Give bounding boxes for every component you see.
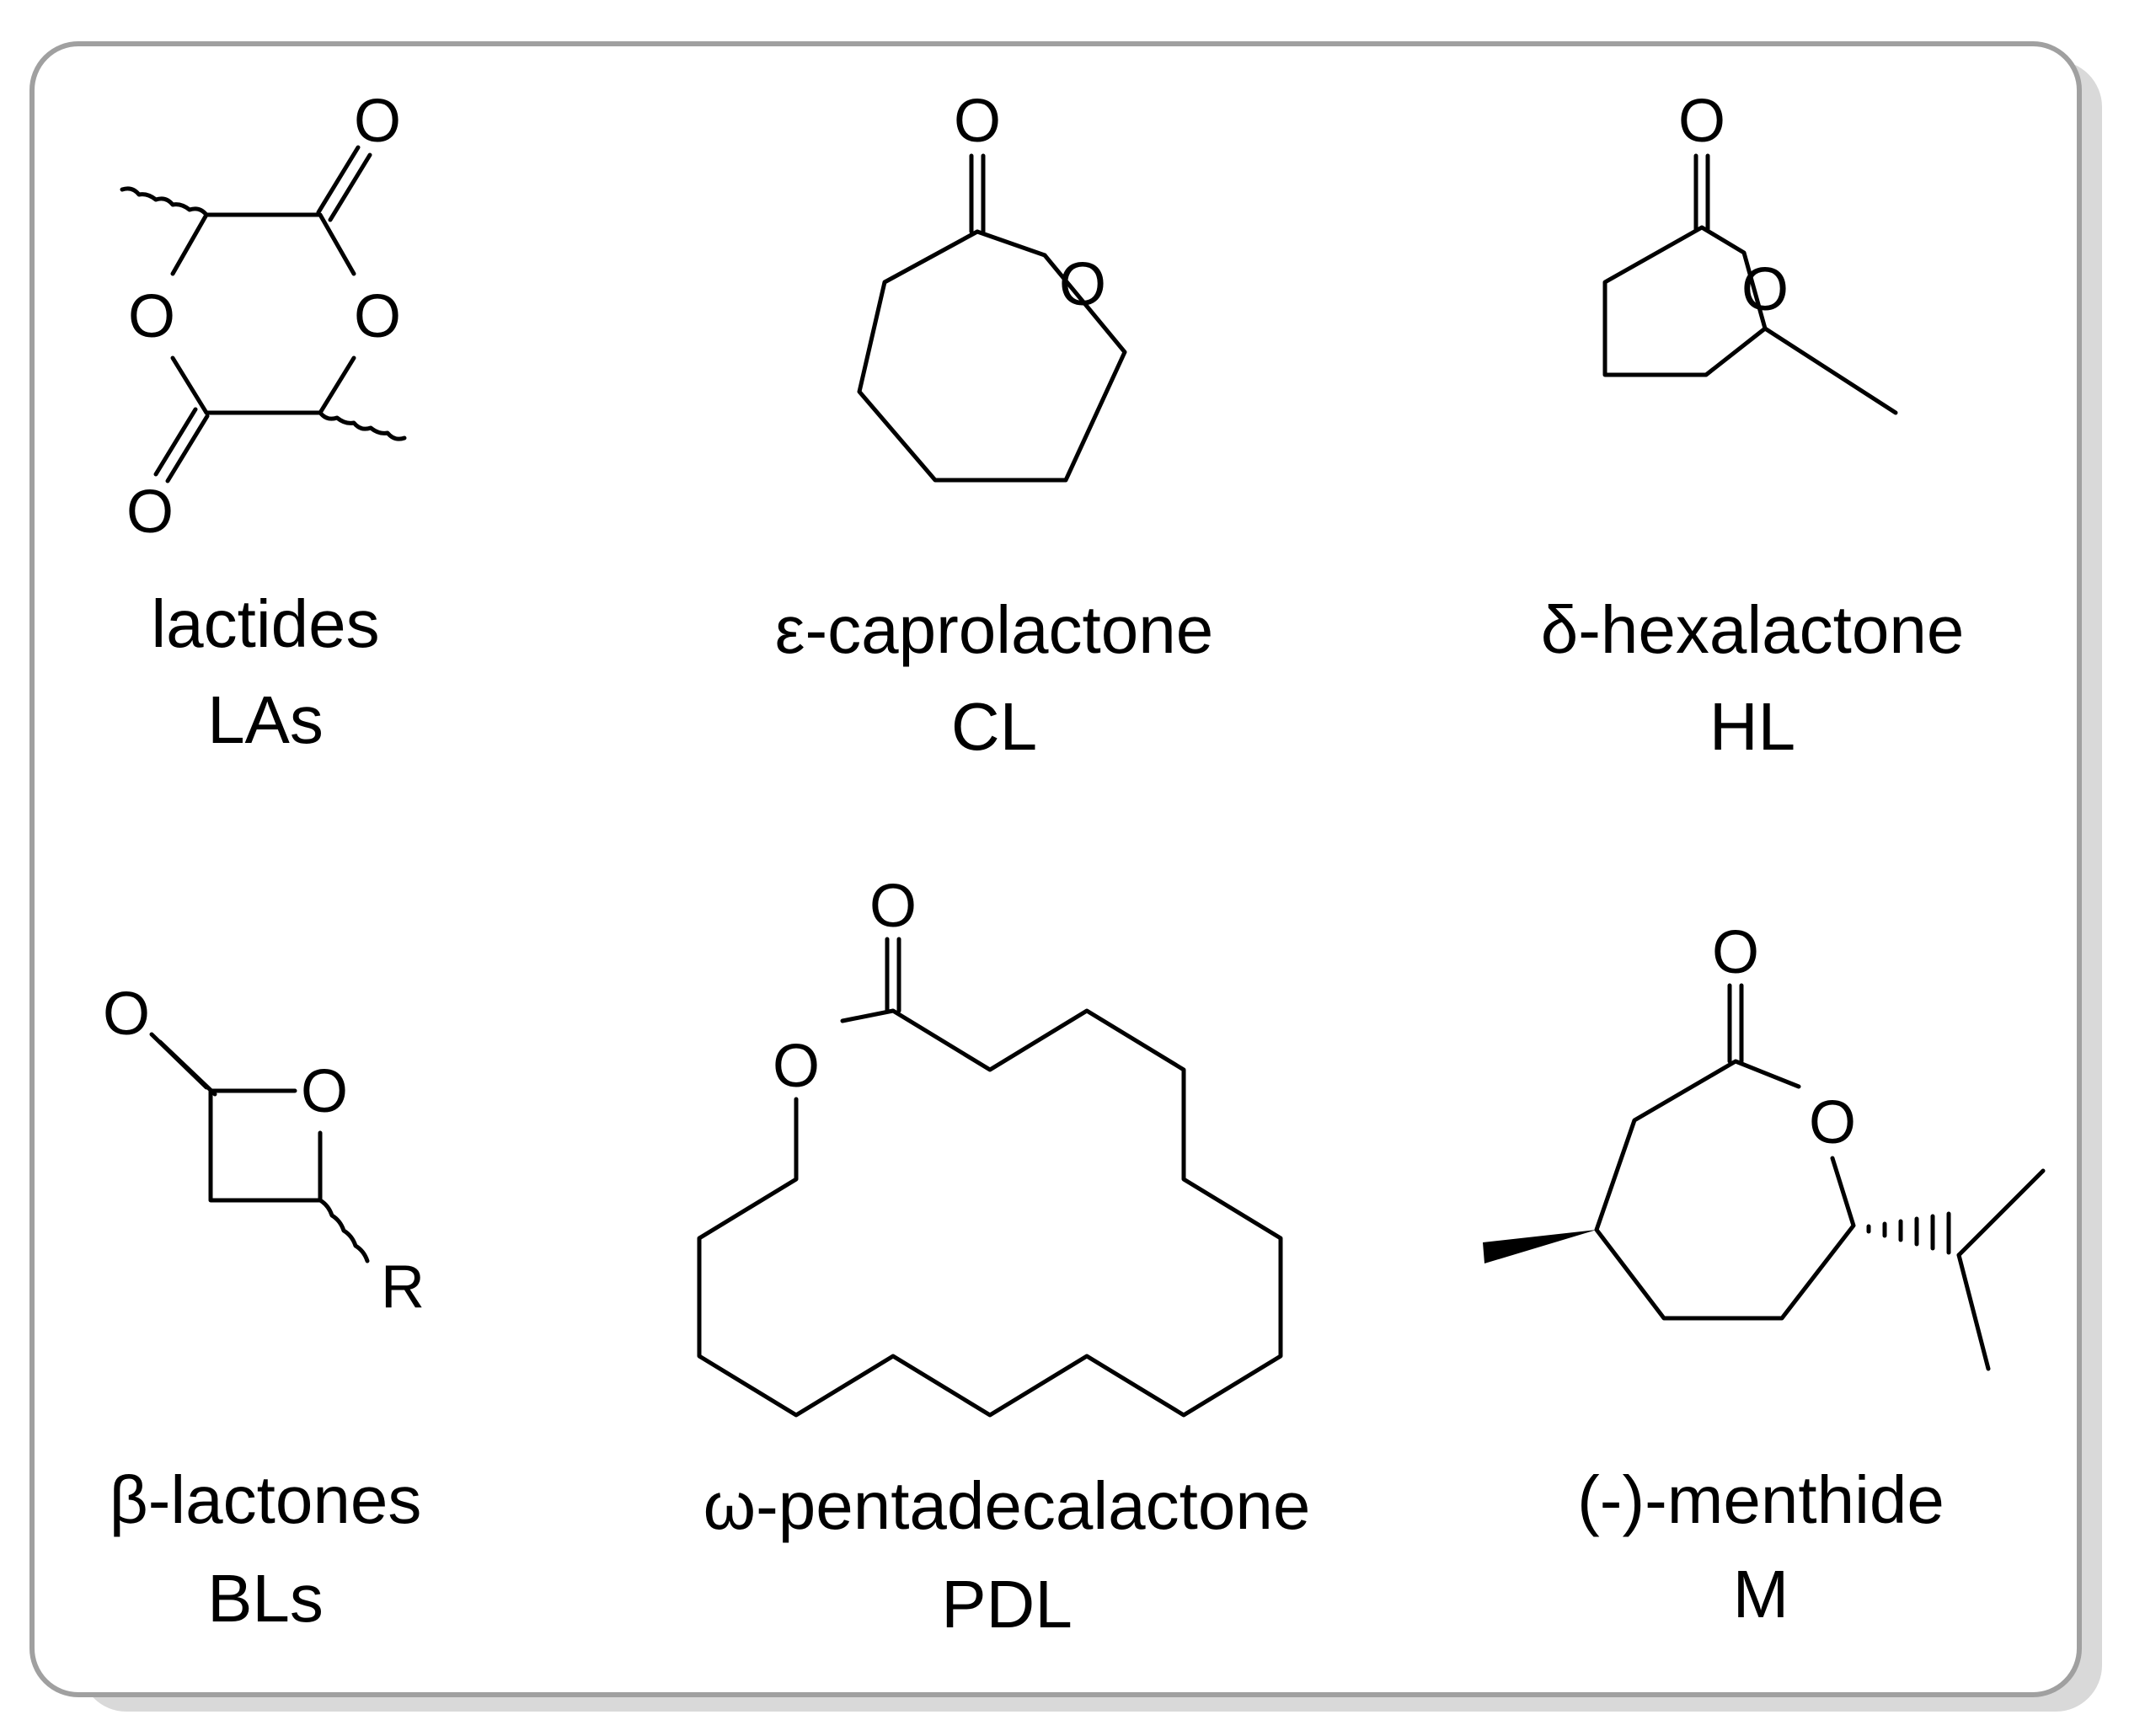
molecule-abbr: M bbox=[1733, 1557, 1789, 1632]
molecule-name: ω-pentadecalactone bbox=[703, 1468, 1311, 1543]
hashed-bond bbox=[1866, 1211, 1951, 1255]
beta-lactone-structure: O O R bbox=[103, 980, 425, 1321]
molecule-name: lactides bbox=[151, 586, 379, 661]
molecule-abbr: CL bbox=[951, 689, 1037, 764]
molecule-name: ε-caprolactone bbox=[775, 592, 1213, 667]
atom-o: O bbox=[1059, 251, 1106, 318]
molecule-name: β-lactones bbox=[110, 1462, 422, 1537]
atom-o: O bbox=[126, 478, 174, 546]
atom-o: O bbox=[354, 283, 401, 350]
molecule-name: δ-hexalactone bbox=[1541, 592, 1965, 667]
atom-o: O bbox=[1741, 256, 1789, 323]
atom-o: O bbox=[869, 873, 917, 940]
molecule-abbr: HL bbox=[1709, 689, 1795, 764]
molecule-name: (-)-menthide bbox=[1577, 1462, 1944, 1537]
atom-o: O bbox=[773, 1033, 820, 1100]
r-group-label: R bbox=[381, 1253, 425, 1321]
panel-border bbox=[29, 41, 2082, 1697]
molecule-abbr: BLs bbox=[207, 1561, 324, 1636]
atom-o: O bbox=[354, 88, 401, 155]
caprolactone-structure: O O bbox=[857, 88, 1127, 483]
wedge-bond bbox=[1483, 1230, 1597, 1263]
atom-o: O bbox=[1678, 88, 1725, 155]
atom-o: O bbox=[1809, 1089, 1856, 1156]
molecule-abbr: PDL bbox=[941, 1567, 1073, 1642]
molecule-abbr: LAs bbox=[207, 682, 324, 757]
lactide-structure: O O O O bbox=[120, 88, 407, 546]
hexalactone-structure: O O bbox=[1602, 88, 1898, 415]
atom-o: O bbox=[103, 980, 150, 1048]
atom-o: O bbox=[128, 283, 175, 350]
atom-o: O bbox=[954, 88, 1001, 155]
atom-o: O bbox=[1712, 919, 1759, 986]
pentadecalactone-structure: O O bbox=[697, 873, 1283, 1418]
menthide-structure: O O bbox=[1483, 919, 2046, 1371]
atom-o: O bbox=[301, 1058, 348, 1125]
